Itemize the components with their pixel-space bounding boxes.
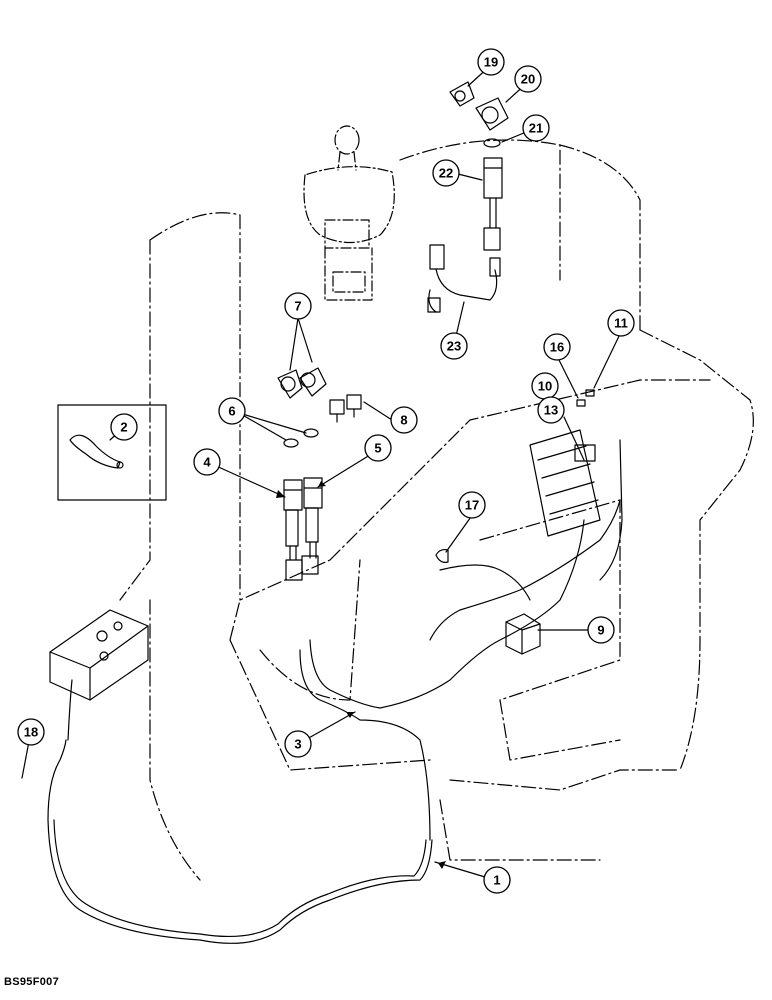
callout-23: 23 <box>440 332 468 360</box>
control-lever <box>303 125 395 301</box>
elbow-20 <box>475 97 509 131</box>
callout-18: 18 <box>17 718 45 746</box>
svg-text:9: 9 <box>597 623 604 638</box>
callout-13: 13 <box>537 396 565 424</box>
connector-17 <box>435 548 449 563</box>
inset-box <box>57 404 167 501</box>
callout-11: 11 <box>607 309 635 337</box>
svg-text:7: 7 <box>294 299 301 314</box>
svg-text:19: 19 <box>484 55 498 70</box>
o-ring-21 <box>483 138 501 148</box>
callout-16: 16 <box>543 333 571 361</box>
switch-panel <box>529 429 601 537</box>
pressure-switch-5 <box>301 477 323 575</box>
svg-text:11: 11 <box>614 316 628 331</box>
leader-lines <box>21 64 622 878</box>
figure-code: BS95F007 <box>4 976 59 988</box>
svg-text:6: 6 <box>228 404 235 419</box>
callout-group: 1 2 3 4 5 6 7 8 9 10 11 13 16 17 18 19 2… <box>17 48 635 894</box>
svg-text:21: 21 <box>529 121 543 136</box>
o-ring-left <box>283 438 299 448</box>
svg-text:13: 13 <box>544 403 558 418</box>
svg-text:5: 5 <box>374 441 381 456</box>
strap-2 <box>69 434 124 469</box>
callout-2: 2 <box>110 413 138 441</box>
svg-text:2: 2 <box>120 420 127 435</box>
callout-7: 7 <box>284 292 312 320</box>
svg-text:20: 20 <box>521 72 535 87</box>
harness-23 <box>427 244 501 313</box>
svg-text:17: 17 <box>465 498 479 513</box>
svg-text:16: 16 <box>550 340 564 355</box>
callout-4: 4 <box>193 448 221 476</box>
terminal-11 <box>585 389 595 397</box>
callout-8: 8 <box>390 406 418 434</box>
callout-20: 20 <box>514 65 542 93</box>
svg-text:3: 3 <box>294 737 301 752</box>
svg-text:22: 22 <box>439 166 453 181</box>
svg-text:10: 10 <box>538 379 552 394</box>
terminal-16 <box>576 399 586 407</box>
pressure-switch-22 <box>483 157 503 251</box>
fitting-19 <box>449 81 475 107</box>
svg-text:23: 23 <box>447 339 461 354</box>
pressure-switch-4 <box>283 479 303 581</box>
svg-text:1: 1 <box>493 873 500 888</box>
svg-text:4: 4 <box>203 455 211 470</box>
console-phantom-outline <box>119 139 754 881</box>
callout-6: 6 <box>218 397 246 425</box>
callout-5: 5 <box>364 434 392 462</box>
relays-9 <box>505 613 541 655</box>
callout-10: 10 <box>531 372 559 400</box>
callout-3: 3 <box>284 730 312 758</box>
main-harness <box>47 439 623 944</box>
elbow-fittings-7 <box>277 367 327 399</box>
callout-17: 17 <box>458 491 486 519</box>
svg-text:8: 8 <box>400 413 407 428</box>
callout-22: 22 <box>432 159 460 187</box>
svg-text:18: 18 <box>24 725 38 740</box>
callout-1: 1 <box>483 866 511 894</box>
callout-19: 19 <box>477 48 505 76</box>
connectors-8 <box>329 394 362 423</box>
callout-9: 9 <box>587 616 615 644</box>
valve-block <box>49 609 149 741</box>
callout-21: 21 <box>522 114 550 142</box>
